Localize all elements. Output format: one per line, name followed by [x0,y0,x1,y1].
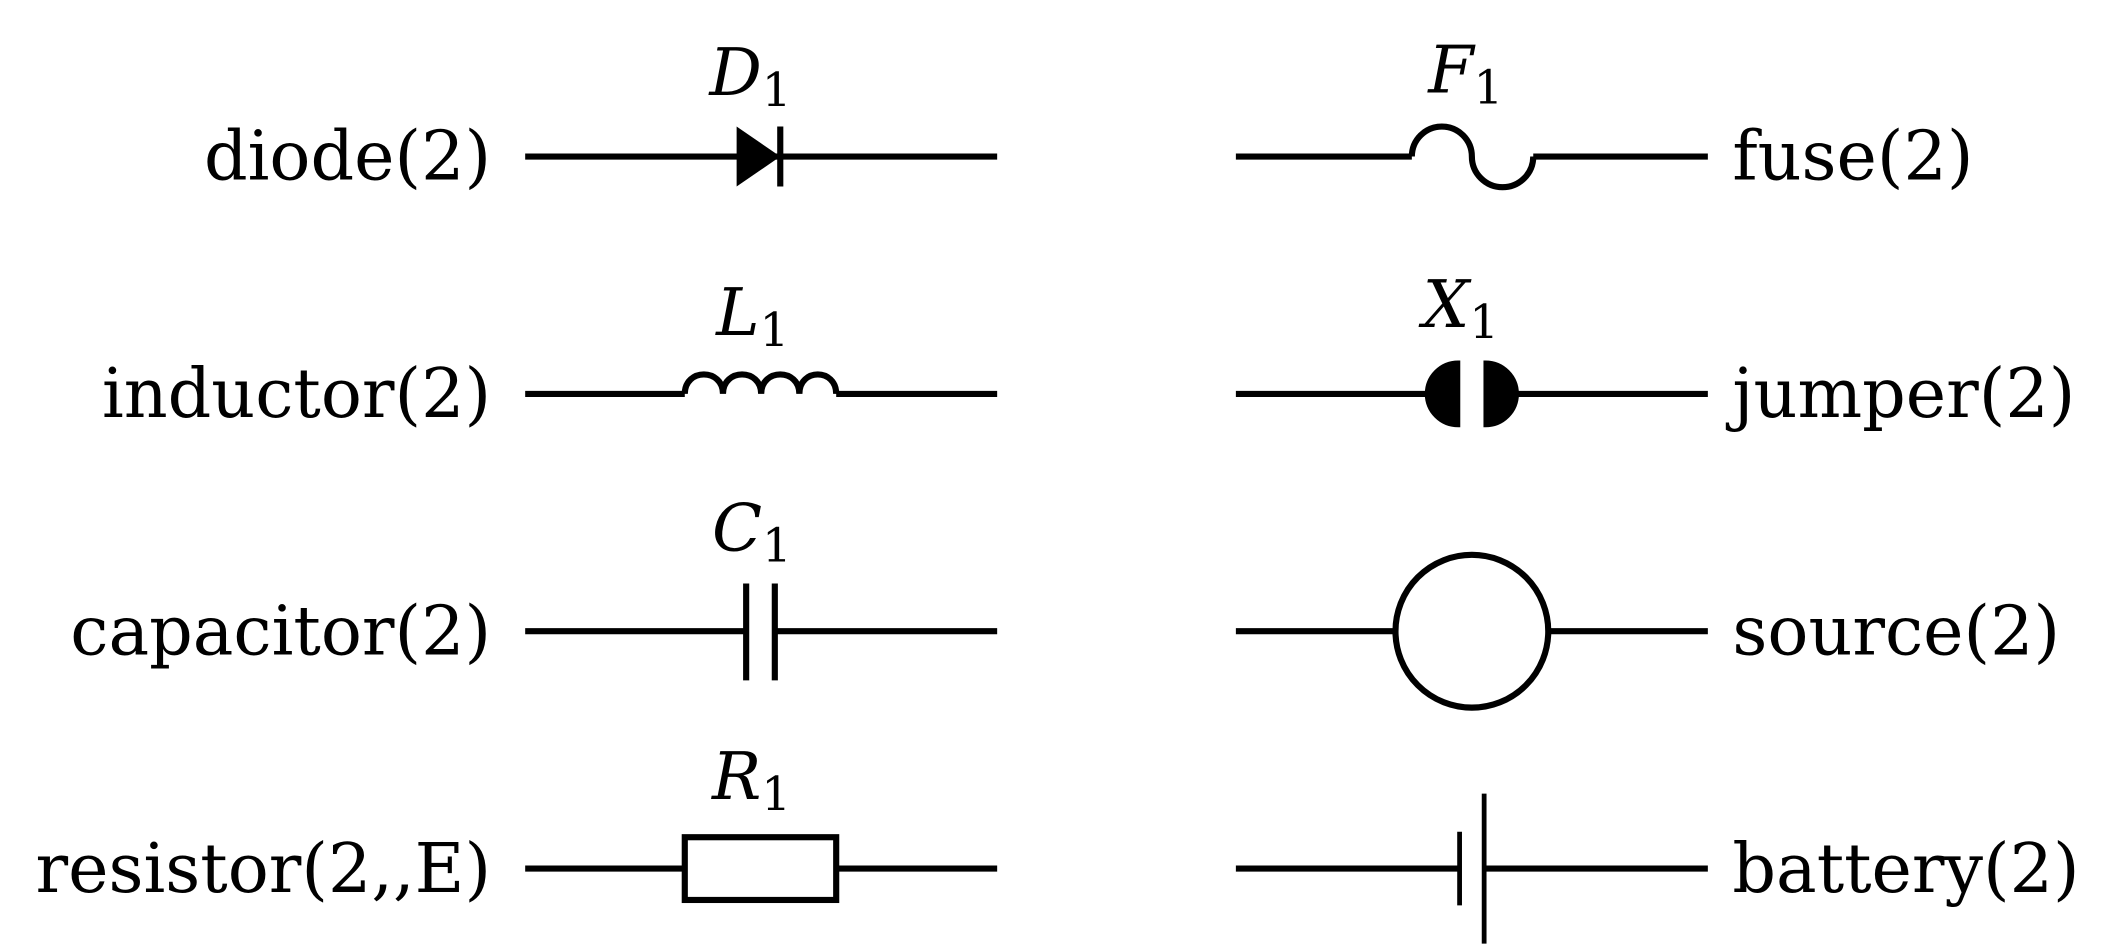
resistor-symbol: resistor(2,,E) R1 [36,739,998,909]
jumper-symbol: jumper(2) X1 [1235,267,2075,434]
diode-label: diode(2) [204,118,491,197]
inductor-symbol: inductor(2) L1 [102,275,998,434]
battery-label: battery(2) [1732,830,2079,909]
fuse-ref: F1 [1427,32,1503,114]
resistor-label: resistor(2,,E) [36,830,492,909]
fuse-label: fuse(2) [1732,118,1973,197]
inductor-label: inductor(2) [102,355,491,434]
resistor-ref: R1 [711,739,791,821]
diode-ref: D1 [708,35,791,117]
capacitor-symbol: capacitor(2) C1 [70,491,998,681]
diode-symbol: diode(2) D1 [204,35,998,197]
inductor-ref: L1 [715,275,789,357]
jumper-ref: X1 [1418,267,1499,349]
capacitor-label: capacitor(2) [70,592,491,671]
battery-symbol: battery(2) [1235,793,2080,944]
source-symbol: source(2) [1235,551,2060,711]
jumper-label: jumper(2) [1725,355,2075,434]
fuse-symbol: fuse(2) F1 [1235,32,1974,197]
source-label: source(2) [1732,592,2060,671]
capacitor-ref: C1 [712,491,792,573]
